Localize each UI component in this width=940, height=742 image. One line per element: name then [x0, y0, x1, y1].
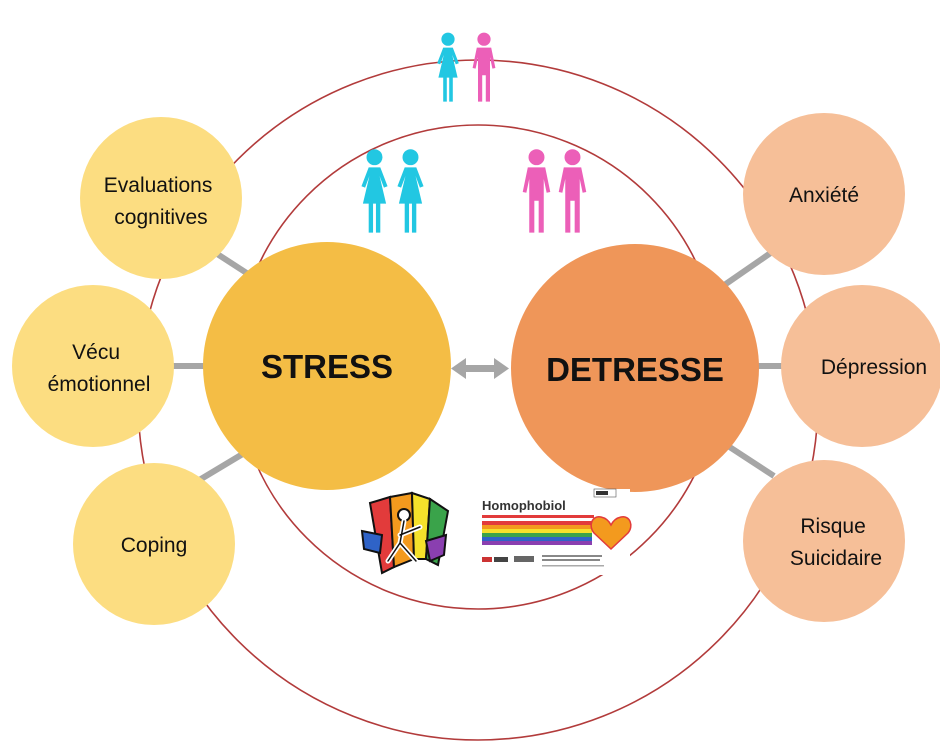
- rainbow-figure-logo: [360, 491, 450, 575]
- double-arrow-icon: [451, 358, 509, 379]
- satellite-vecu-circle: [12, 285, 174, 447]
- satellite-depression-circle: [781, 285, 940, 447]
- satellite-suicide-label: Risque Suicidaire: [790, 515, 882, 570]
- stress-circle: [203, 242, 451, 490]
- connectors: [165, 245, 795, 485]
- satellite-anxiete-circle: [743, 113, 905, 275]
- satellite-anxiete-label: Anxiété: [789, 184, 859, 207]
- satellite-suicide-circle: [743, 460, 905, 622]
- person-couple-women-icon: [361, 149, 424, 233]
- person-couple-men-icon: [522, 149, 587, 233]
- homophobiol-brand: Homophobiol: [482, 498, 566, 513]
- connector-coping: [194, 449, 248, 485]
- satellite-evaluations-circle: [80, 117, 242, 279]
- person-couple-mixed-icon: [437, 32, 496, 102]
- detresse-circle: [511, 244, 759, 492]
- satellite-evaluations-label: Evaluations cognitives: [104, 174, 218, 229]
- detresse-label: DETRESSE: [546, 351, 724, 388]
- satellite-vecu-label: Vécu émotionnel: [48, 341, 151, 396]
- connector-suicide: [723, 441, 776, 479]
- satellite-depression-label: Dépression: [821, 356, 927, 379]
- satellite-coping-label: Coping: [121, 534, 188, 557]
- connector-anxiete: [718, 249, 774, 291]
- stress-label: STRESS: [261, 348, 393, 385]
- rainbow-stripes: [482, 521, 592, 545]
- homophobiol-ad-image: Homophobiol: [480, 488, 632, 575]
- heart-icon: [590, 516, 632, 551]
- satellite-coping-circle: [73, 463, 235, 625]
